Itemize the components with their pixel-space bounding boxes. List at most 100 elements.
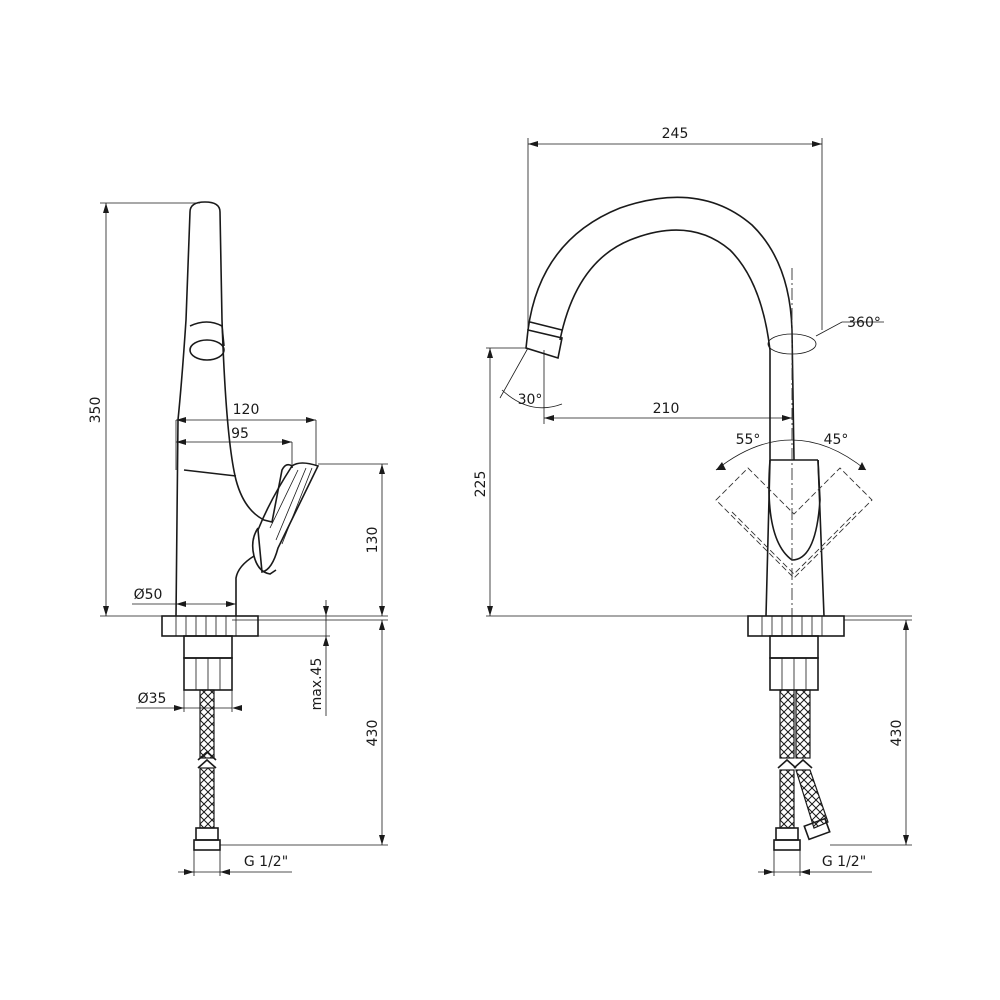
- dim-arrow: [323, 636, 329, 646]
- front-shank: [769, 635, 819, 659]
- dim-arrow: [176, 439, 186, 445]
- dim-245-lines: [527, 138, 823, 330]
- dim-arrow: [379, 620, 385, 630]
- dim-arrow: [487, 348, 493, 358]
- dim-45-label: 45°: [824, 432, 849, 448]
- side-nut-ribs: [195, 658, 221, 690]
- dim-arrow: [174, 705, 184, 711]
- dim-245-label: 245: [662, 126, 689, 142]
- dim-430-lines: [220, 619, 388, 846]
- side-hose-break: [197, 750, 217, 761]
- dim-225-lines: [486, 347, 912, 617]
- dim-arrow: [800, 869, 810, 875]
- dim-g12-lines: [178, 850, 292, 876]
- dim-arrow: [103, 606, 109, 616]
- dim-350-label: 350: [88, 397, 104, 424]
- dim-430-label: 430: [365, 720, 381, 747]
- front-nozzle-ring: [529, 321, 563, 331]
- front-hose-connector-left: [775, 827, 799, 841]
- dim-430-right-lines: [830, 619, 912, 846]
- dim-arrow: [528, 141, 538, 147]
- dim-arrow: [764, 869, 774, 875]
- dim-350-lines: [100, 202, 200, 617]
- side-body-line: [183, 469, 237, 477]
- dim-d35-label: Ø35: [138, 691, 167, 707]
- dim-120-lines: [175, 419, 317, 470]
- front-view: [525, 196, 873, 851]
- dim-130-label: 130: [365, 527, 381, 554]
- dim-arrow: [812, 141, 822, 147]
- side-nozzle-ring: [189, 321, 225, 347]
- front-nozzle: [525, 329, 563, 360]
- side-spout-body: [189, 201, 293, 523]
- dim-arrow: [184, 869, 194, 875]
- side-shank: [183, 635, 233, 659]
- side-hose-break-2: [197, 758, 217, 769]
- dim-120-label: 120: [233, 402, 260, 418]
- dim-arrow: [282, 439, 292, 445]
- front-hose-left-upper: [779, 689, 795, 759]
- dim-arrow: [306, 417, 316, 423]
- front-hose-right-lower: [795, 769, 829, 829]
- side-dimensions: 350 120 95 130 Ø50 Ø35 max.45: [88, 202, 388, 876]
- dim-arrow: [379, 835, 385, 845]
- dim-210-label: 210: [653, 401, 680, 417]
- front-hose-connector-right: [803, 817, 831, 841]
- dim-430-right-label: 430: [889, 720, 905, 747]
- front-spout-outer: [527, 196, 795, 461]
- dim-arrow: [379, 606, 385, 616]
- dim-360-label: 360°: [847, 315, 881, 331]
- dim-arrow: [226, 601, 236, 607]
- dim-arrow: [716, 462, 726, 470]
- dim-d50-label: Ø50: [134, 587, 163, 603]
- dim-30-label: 30°: [518, 392, 543, 408]
- side-lever-inner: [269, 467, 313, 545]
- front-lever: [768, 459, 821, 561]
- front-lever-right-position: [731, 511, 857, 575]
- dim-130-lines: [258, 463, 388, 617]
- dim-225-label: 225: [473, 471, 489, 498]
- front-lever-left-position: [715, 467, 873, 579]
- front-dimensions: 245 360° 30° 210 225 55° 45° 430 G 1/2": [473, 126, 912, 876]
- front-lever-arc: [715, 439, 867, 471]
- side-base-threads: [175, 616, 237, 636]
- dim-95-lines: [176, 441, 293, 466]
- dim-arrow: [544, 415, 554, 421]
- dim-arrow: [903, 620, 909, 630]
- dim-30-lines: [499, 347, 563, 409]
- dim-arrow: [379, 464, 385, 474]
- dim-arrow: [323, 606, 329, 616]
- front-body: [765, 459, 825, 617]
- side-hose-lower: [199, 767, 215, 829]
- dim-g12-right-label: G 1/2": [822, 854, 866, 870]
- dim-arrow: [103, 203, 109, 213]
- dim-arrow: [176, 417, 186, 423]
- side-spout-outline-left: [175, 211, 191, 617]
- side-lever: [257, 462, 320, 573]
- front-nut-ribs: [781, 658, 807, 690]
- front-hose-right-upper: [795, 689, 811, 759]
- dim-g12-right-lines: [758, 850, 872, 876]
- dim-210-lines: [543, 350, 792, 424]
- dim-95-label: 95: [231, 426, 249, 442]
- dim-arrow: [220, 869, 230, 875]
- dim-arrow: [858, 462, 866, 470]
- front-base-threads: [761, 616, 823, 636]
- side-lower-body: [235, 555, 255, 616]
- front-hose-left-lower: [779, 769, 795, 829]
- front-spout-inner: [559, 229, 771, 460]
- dim-max45-label: max.45: [309, 658, 325, 711]
- dim-arrow: [782, 415, 792, 421]
- front-hose-break: [777, 758, 813, 769]
- dim-g12-label: G 1/2": [244, 854, 288, 870]
- side-hose-upper: [199, 689, 215, 759]
- side-hose-nut: [193, 839, 221, 851]
- dim-arrow: [176, 601, 186, 607]
- side-nozzle: [189, 339, 225, 361]
- front-hose-nut-left: [773, 839, 801, 851]
- side-view: [161, 201, 320, 851]
- dim-360-leader: [815, 321, 884, 337]
- dim-arrow: [232, 705, 242, 711]
- dim-max45-lines: [258, 600, 330, 716]
